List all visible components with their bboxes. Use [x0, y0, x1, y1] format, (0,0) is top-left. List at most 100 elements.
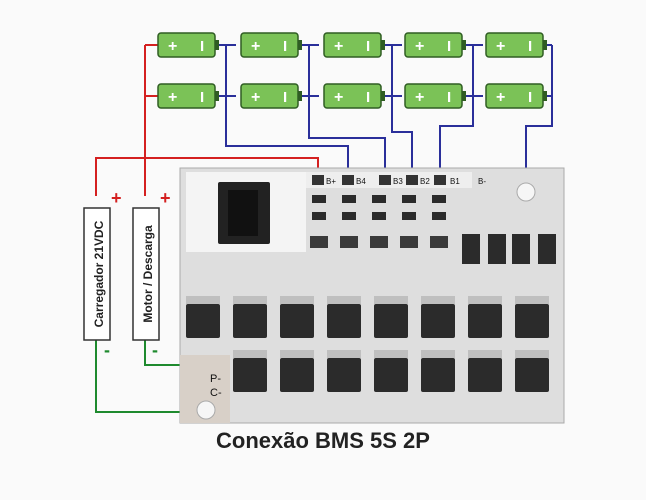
battery-minus-label: I [528, 38, 532, 55]
battery-cell: +I [323, 83, 385, 109]
shunt-resistors [462, 234, 556, 264]
motor-label: Motor / Descarga [141, 225, 155, 323]
charger-label-box: Carregador 21VDC + - [83, 188, 122, 360]
mosfet [421, 304, 455, 338]
mosfet [515, 304, 549, 338]
wires [95, 44, 553, 413]
smd-resistor [402, 212, 416, 220]
smd-transistor [310, 236, 328, 248]
mosfet-tab [515, 296, 549, 304]
mosfet-tab [421, 350, 455, 358]
battery-cell: +I [323, 32, 385, 58]
mosfet [280, 358, 314, 392]
balance-pads [312, 175, 446, 185]
mosfet-array [186, 296, 549, 392]
battery-minus-label: I [283, 38, 287, 55]
mosfet [327, 304, 361, 338]
pad-b3: B3 [393, 177, 403, 186]
diagram-title: Conexão BMS 5S 2P [216, 428, 430, 453]
mosfet-tab [421, 296, 455, 304]
battery-plus-label: + [496, 38, 505, 55]
mosfet [280, 304, 314, 338]
mosfet [233, 304, 267, 338]
charger-minus: - [104, 340, 110, 360]
battery-plus-label: + [415, 38, 424, 55]
mosfet-tab [468, 350, 502, 358]
motor-label-box: Motor / Descarga + - [132, 188, 171, 360]
battery-cell: +I [404, 32, 466, 58]
battery-plus-label: + [496, 89, 505, 106]
wire-green-charger [95, 340, 200, 413]
smd-resistor [372, 195, 386, 203]
mosfet-tab [327, 296, 361, 304]
mosfet-tab [186, 296, 220, 304]
output-hole [196, 400, 216, 420]
battery-minus-label: I [366, 89, 370, 106]
mosfet [468, 304, 502, 338]
smd-resistor [432, 212, 446, 220]
battery-minus-label: I [528, 89, 532, 106]
smd-resistor [312, 195, 326, 203]
wire-blue-series [216, 44, 553, 97]
smd-components [310, 195, 448, 248]
mosfet [186, 304, 220, 338]
smd-resistor [342, 212, 356, 220]
pad-b2: B2 [420, 177, 430, 186]
pad-b4: B4 [356, 177, 366, 186]
battery-plus-label: + [168, 38, 177, 55]
battery-minus-label: I [447, 89, 451, 106]
pad-bminus: B- [478, 177, 486, 186]
battery-plus-label: + [334, 38, 343, 55]
mosfet [327, 358, 361, 392]
battery-pack: +I+I+I+I+I+I+I+I+I+I [157, 32, 547, 109]
smd-resistor [312, 212, 326, 220]
pad-cminus: C- [210, 387, 222, 399]
pad-pminus: P- [210, 373, 221, 385]
bms-board: B+ B4 B3 B2 B1 B- P- C- [179, 167, 565, 424]
mosfet [233, 358, 267, 392]
smd-transistor [430, 236, 448, 248]
main-ic-core [228, 190, 258, 236]
mosfet [374, 358, 408, 392]
mosfet-tab [233, 350, 267, 358]
battery-minus-label: I [200, 89, 204, 106]
smd-resistor [402, 195, 416, 203]
battery-plus-label: + [251, 89, 260, 106]
motor-minus: - [152, 340, 158, 360]
pad-b1: B1 [450, 177, 460, 186]
motor-plus: + [160, 188, 171, 208]
mosfet-tab [515, 350, 549, 358]
mosfet-tab [374, 350, 408, 358]
mosfet-tab [280, 350, 314, 358]
mosfet-tab [374, 296, 408, 304]
battery-cell: +I [157, 83, 219, 109]
battery-cell: +I [404, 83, 466, 109]
battery-plus-label: + [334, 89, 343, 106]
smd-transistor [400, 236, 418, 248]
smd-resistor [432, 195, 446, 203]
pad-bplus: B+ [326, 177, 336, 186]
smd-transistor [340, 236, 358, 248]
mosfet [515, 358, 549, 392]
battery-minus-label: I [366, 38, 370, 55]
mosfet [421, 358, 455, 392]
mosfet-tab [280, 296, 314, 304]
mosfet [468, 358, 502, 392]
battery-minus-label: I [447, 38, 451, 55]
battery-plus-label: + [415, 89, 424, 106]
battery-minus-label: I [200, 38, 204, 55]
bminus-hole [516, 182, 536, 202]
battery-cell: +I [485, 32, 547, 58]
battery-cell: +I [485, 83, 547, 109]
mosfet [374, 304, 408, 338]
mosfet-tab [468, 296, 502, 304]
smd-resistor [372, 212, 386, 220]
battery-cell: +I [157, 32, 219, 58]
wire-red-main [95, 44, 319, 196]
mosfet-tab [327, 350, 361, 358]
smd-resistor [342, 195, 356, 203]
charger-label: Carregador 21VDC [92, 220, 106, 327]
smd-transistor [370, 236, 388, 248]
